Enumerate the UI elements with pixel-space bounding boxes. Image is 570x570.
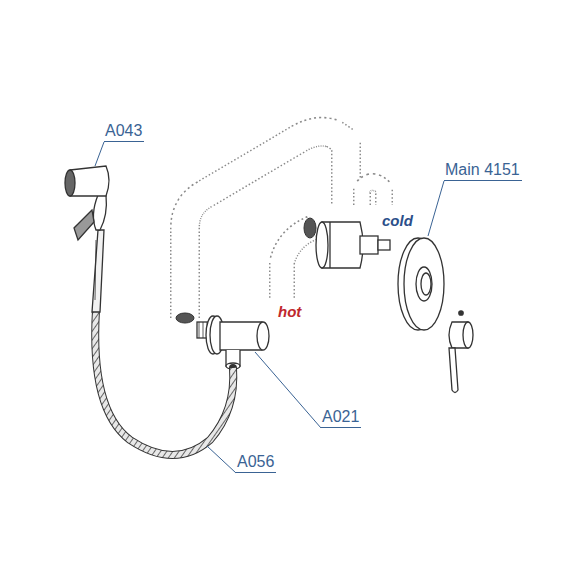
wall-connector [197, 316, 269, 369]
callout-number: Main 4151 [444, 161, 522, 181]
supply-pipes [176, 132, 384, 323]
callout-number: A043 [104, 122, 144, 142]
callout-number: A056 [236, 453, 276, 473]
shower-hose [95, 310, 233, 455]
pipe-label: cold [380, 212, 415, 230]
pipe-label: hot [276, 303, 303, 321]
cover-plate [398, 238, 444, 330]
mixer-handle [449, 311, 473, 393]
mixer-body [316, 222, 390, 268]
callout-number: A021 [321, 408, 361, 428]
leader-lines [95, 142, 444, 473]
hand-shower [65, 166, 109, 312]
